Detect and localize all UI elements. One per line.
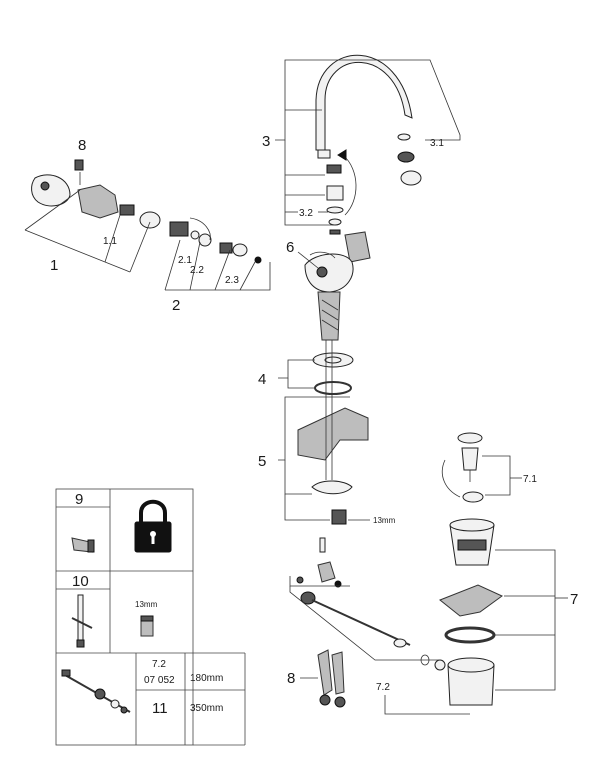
label-7: 7 [570, 591, 578, 608]
label-3: 3 [262, 133, 270, 150]
legend-code-07052: 07 052 [144, 675, 175, 686]
label-3-2: 3.2 [299, 208, 313, 219]
label-1: 1 [50, 257, 58, 274]
legend-number-10: 10 [72, 573, 89, 590]
hex-nut-icon [140, 615, 154, 637]
hex-key-icon [71, 537, 95, 553]
lift-rod-icon [61, 669, 131, 714]
label-1-1: 1.1 [103, 236, 117, 247]
label-2-2: 2.2 [190, 265, 204, 276]
label-6: 6 [286, 239, 294, 256]
legend-table: 9 10 13mm 7.2 07 052 180mm 11 350mm [55, 488, 246, 746]
label-2-1: 2.1 [178, 255, 192, 266]
label-13mm: 13mm [373, 516, 396, 525]
label-8-bottom: 8 [287, 670, 295, 687]
rod-assembly [296, 537, 446, 708]
legend-length-350: 350mm [190, 703, 223, 714]
key-tool-icon [71, 594, 93, 648]
label-2-3: 2.3 [225, 275, 239, 286]
label-8-top: 8 [78, 137, 86, 154]
legend-code-7-2: 7.2 [152, 659, 166, 670]
legend-size-13mm: 13mm [135, 600, 158, 609]
label-3-1: 3.1 [430, 138, 444, 149]
label-5: 5 [258, 453, 266, 470]
legend-length-180: 180mm [190, 673, 223, 684]
legend-number-11: 11 [152, 700, 168, 717]
label-4: 4 [258, 371, 266, 388]
rod-callouts: 7.2 8 [287, 576, 470, 715]
waste-callouts: 7.1 7 [482, 455, 578, 691]
spout-assembly [315, 54, 422, 235]
mount-callouts: 4 5 13mm [258, 359, 396, 525]
spout-callouts: 3 3.1 3.2 [262, 59, 461, 226]
mount-assembly [297, 340, 369, 525]
padlock-icon [134, 499, 172, 553]
label-7-2: 7.2 [376, 682, 390, 693]
waste-assembly [439, 432, 503, 706]
label-7-1: 7.1 [523, 474, 537, 485]
label-2: 2 [172, 297, 180, 314]
legend-number-9: 9 [75, 491, 83, 508]
mixer-body: 6 [286, 231, 371, 341]
lever-callouts: 8 1 1.1 2 2.1 2.2 2.3 [24, 137, 271, 314]
lever-assembly [31, 159, 262, 264]
